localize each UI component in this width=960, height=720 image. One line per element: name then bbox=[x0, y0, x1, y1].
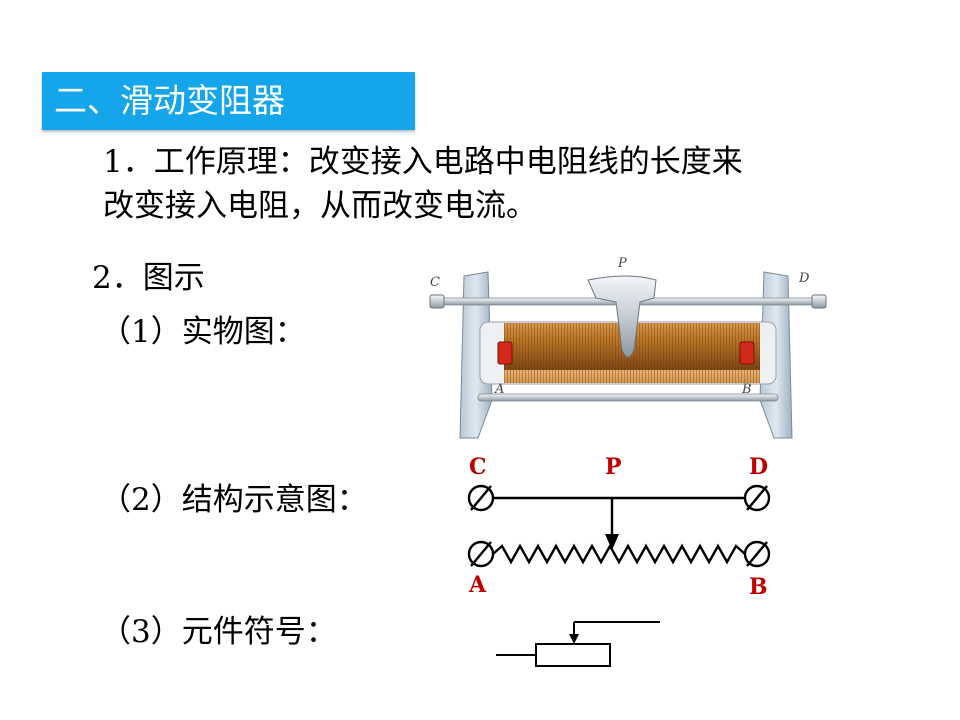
photo-label-d: D bbox=[798, 271, 810, 286]
symbol-arrowhead bbox=[569, 634, 579, 644]
terminal-a-cap bbox=[497, 341, 513, 365]
schematic-label-b: B bbox=[749, 574, 768, 600]
symbol-resistor-body bbox=[535, 643, 611, 667]
physical-diagram-label: （1）实物图： bbox=[100, 314, 306, 350]
rheostat-photo: C D P A B bbox=[429, 256, 827, 439]
slider-arrowhead bbox=[605, 534, 619, 550]
terminal-b-cap bbox=[739, 341, 755, 365]
schematic-label-d: D bbox=[749, 454, 768, 480]
schematic-label-a: A bbox=[468, 572, 487, 598]
structure-diagram-label: （2）结构示意图： bbox=[100, 482, 368, 518]
symbol-label: （3）元件符号： bbox=[100, 614, 337, 650]
diagram-heading: 2．图示 bbox=[92, 260, 205, 296]
terminal-d bbox=[743, 484, 771, 512]
photo-label-b: B bbox=[741, 382, 752, 397]
rheostat-symbol bbox=[496, 621, 660, 667]
resistance-wire bbox=[492, 543, 746, 565]
knob-d bbox=[811, 294, 827, 309]
terminal-b bbox=[743, 540, 771, 568]
photo-label-c: C bbox=[430, 275, 440, 290]
bottom-rail bbox=[477, 393, 779, 402]
photo-label-a: A bbox=[494, 382, 504, 397]
principle-line-2: 改变接入电阻，从而改变电流。 bbox=[103, 188, 537, 224]
terminal-a bbox=[467, 540, 495, 568]
principle-line-1: 1．工作原理：改变接入电路中电阻线的长度来 bbox=[103, 144, 743, 180]
slider bbox=[587, 275, 657, 358]
schematic-label-p: P bbox=[605, 454, 622, 480]
photo-label-p: P bbox=[617, 256, 627, 271]
schematic-label-c: C bbox=[469, 454, 487, 480]
section-title: 二、滑动变阻器 bbox=[42, 72, 415, 130]
terminal-c bbox=[467, 484, 495, 512]
knob-c bbox=[429, 294, 445, 309]
structure-schematic: C P D A B bbox=[467, 454, 771, 600]
